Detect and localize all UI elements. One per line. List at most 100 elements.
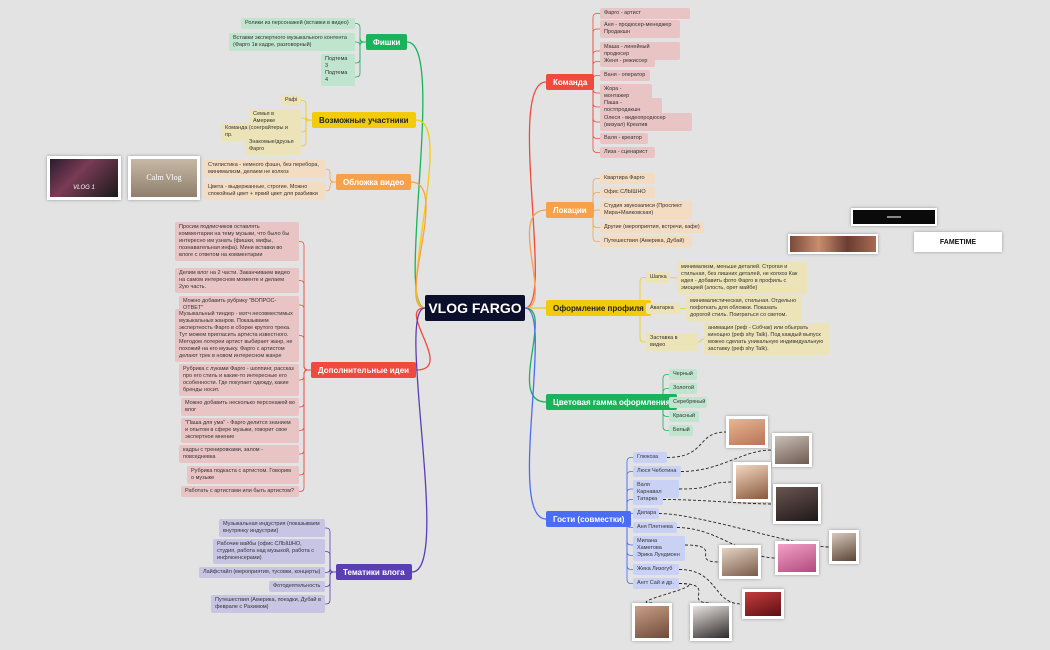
guest-photo-link <box>662 499 774 505</box>
leaf-team[interactable]: Аня - продюсер-менеджер Продакшн <box>600 20 680 38</box>
connector-line <box>299 369 311 476</box>
guest-photo[interactable] <box>773 484 821 524</box>
leaf-palette[interactable]: Серебряный <box>669 397 707 408</box>
leaf-location[interactable]: Студия звукозаписи (Проспект Мира+Маяков… <box>600 201 692 219</box>
branch-topics[interactable]: Тематики влога <box>336 564 412 580</box>
connector-line <box>669 277 678 279</box>
leaf-guest[interactable]: Жека Лизогуб <box>633 564 679 575</box>
central-topic[interactable]: VLOG FARGO <box>425 295 525 321</box>
guest-photo[interactable] <box>742 589 784 619</box>
leaf-profile-text[interactable]: анимация (реф - Собчак) или обыграть кин… <box>704 323 830 355</box>
leaf-profile-label[interactable]: Шапка <box>646 272 670 283</box>
leaf-team[interactable]: Жора - монтажер <box>600 84 652 102</box>
leaf-team[interactable]: Валя - креатор <box>600 133 648 144</box>
leaf-idea[interactable]: Делим влог на 2 части. Заканчиваем видео… <box>175 268 299 293</box>
cover-thumbnail-vlog1[interactable]: VLOG 1 <box>47 156 121 200</box>
connector-line <box>299 241 311 371</box>
leaf-team[interactable]: Женя - режиссер <box>600 56 655 67</box>
guest-photo[interactable] <box>632 603 672 641</box>
leaf-trick[interactable]: Вставки экспертного музыкального контент… <box>229 33 355 51</box>
leaf-location[interactable]: Другие (мероприятия, встречи, кафе) <box>600 222 704 233</box>
leaf-topic[interactable]: Рабочие вайбы (офис СЛЫШНО, студия, рабо… <box>213 539 325 564</box>
branch-line <box>524 307 547 520</box>
leaf-team[interactable]: Ваня - оператор <box>600 70 650 81</box>
leaf-guest[interactable]: Аня Плетнева <box>633 522 677 533</box>
branch-profile[interactable]: Оформление профиля <box>546 300 651 316</box>
leaf-participant[interactable]: Рафі <box>281 95 301 106</box>
guest-photo[interactable] <box>829 530 859 564</box>
leaf-participant[interactable]: Знакомые/друзья Фарго <box>245 137 301 155</box>
leaf-idea[interactable]: Музыкальный тиндер - мэтч несовместимых … <box>175 309 299 362</box>
connector-line <box>622 457 633 520</box>
thumbnail-caption: Calm Vlog <box>146 173 182 182</box>
leaf-topic[interactable]: Фотодеятельность <box>269 581 325 592</box>
leaf-idea[interactable]: кадры с тренировками, залом - повседневк… <box>179 445 299 463</box>
branch-locations[interactable]: Локации <box>546 202 594 218</box>
brand-thumbnail-black[interactable] <box>851 208 937 226</box>
leaf-profile-text[interactable]: минималистическая, стильная. Отдельно по… <box>686 296 802 321</box>
branch-team[interactable]: Команда <box>546 74 595 90</box>
guest-photo[interactable] <box>690 603 732 641</box>
connector-line <box>325 551 336 573</box>
leaf-guest[interactable]: Ангт Сай и др. <box>633 578 679 589</box>
leaf-guest[interactable]: Дилара <box>633 508 659 519</box>
branch-line <box>415 119 431 309</box>
leaf-cover[interactable]: Цвета - выдержанные, строгие. Можно спок… <box>204 182 326 200</box>
connector-line <box>301 119 312 147</box>
leaf-trick[interactable]: Ролики из персонажей (вставки в видео) <box>241 18 355 29</box>
connector-line <box>355 41 366 78</box>
leaf-team[interactable]: Маша - линейный продюсер <box>600 42 680 60</box>
brand-thumbnail-group[interactable] <box>788 234 878 254</box>
leaf-guest[interactable]: Глюкоза <box>633 452 667 463</box>
leaf-idea[interactable]: Работать с артистами или быть артистом? <box>181 486 299 497</box>
leaf-team[interactable]: Паша - постпродакшн <box>600 98 662 116</box>
leaf-team[interactable]: Лиза - сценарист <box>600 147 655 158</box>
leaf-location[interactable]: Путешествия (Америка, Дубай) <box>600 236 692 247</box>
guest-photo[interactable] <box>772 433 812 467</box>
leaf-idea[interactable]: "Паша для ума" - Фарго делится знанием и… <box>181 418 299 443</box>
leaf-profile-text[interactable]: минимализм, меньше деталей. Строгая и ст… <box>677 262 807 294</box>
leaf-idea[interactable]: Рубрика с луками Фарго - шоппинг, расска… <box>179 364 299 396</box>
guest-photo[interactable] <box>726 416 768 448</box>
leaf-guest[interactable]: Валя Карнавал <box>633 480 679 498</box>
leaf-palette[interactable]: Красный <box>669 411 699 422</box>
leaf-guest[interactable]: Люся Чеботина <box>633 466 681 477</box>
leaf-idea[interactable]: Просим подписчиков оставлять комментарии… <box>175 222 299 261</box>
leaf-palette[interactable]: Черный <box>669 369 697 380</box>
leaf-guest[interactable]: Татарка <box>633 494 663 505</box>
leaf-idea[interactable]: Можно добавить несколько персонажей во в… <box>181 398 299 416</box>
leaf-participant[interactable]: Семья в Америке <box>249 109 301 127</box>
guest-photo-link <box>684 544 720 563</box>
cover-thumbnail-calm[interactable]: Calm Vlog <box>128 156 200 200</box>
leaf-location[interactable]: Квартира Фарго <box>600 173 655 184</box>
leaf-profile-label[interactable]: Заставка в видео <box>646 333 698 351</box>
brand-thumbnail-fametime[interactable]: FAMETIME <box>914 232 1002 252</box>
leaf-trick[interactable]: Подтема 3 <box>321 54 355 72</box>
leaf-palette[interactable]: Белый <box>669 425 693 436</box>
leaf-idea[interactable]: Рубрика подкаста с артистом. Говорим о м… <box>187 466 299 484</box>
guest-photo[interactable] <box>719 545 761 579</box>
guest-photo[interactable] <box>733 462 771 502</box>
leaf-topic[interactable]: Музыкальная индустрия (показываем внутря… <box>219 519 325 537</box>
branch-participants[interactable]: Возможные участники <box>312 112 416 128</box>
leaf-topic[interactable]: Путешествия (Америка, поездки, Дубай в ф… <box>211 595 325 613</box>
branch-line <box>524 81 547 309</box>
leaf-team[interactable]: Олеся - видеопродюсер (визуал) Креатив <box>600 113 692 131</box>
logo-mark-icon <box>887 216 901 218</box>
leaf-palette[interactable]: Золотой <box>669 383 697 394</box>
branch-cover[interactable]: Обложка видео <box>336 174 412 190</box>
branch-tricks[interactable]: Фишки <box>366 34 408 50</box>
branch-guests[interactable]: Гости (совместки) <box>546 511 632 527</box>
guest-photo[interactable] <box>775 541 819 575</box>
branch-palette[interactable]: Цветовая гамма оформления <box>546 394 678 410</box>
leaf-profile-label[interactable]: Аватарка <box>646 303 680 314</box>
leaf-trick[interactable]: Подтема 4 <box>321 68 355 86</box>
leaf-guest[interactable]: Милана Хаметова <box>633 536 685 554</box>
leaf-cover[interactable]: Стилистика - немного фэшн, без перебора,… <box>204 160 326 178</box>
leaf-location[interactable]: Офис СЛЫШНО <box>600 187 655 198</box>
leaf-guest[interactable]: Эрика Лундмоен <box>633 550 685 561</box>
leaf-team[interactable]: Фарго - артист <box>600 8 690 19</box>
leaf-topic[interactable]: Лайфстайл (мероприятия, тусовки, концерт… <box>199 567 325 578</box>
branch-ideas[interactable]: Дополнительные идеи <box>311 362 417 378</box>
leaf-participant[interactable]: Команда (сонграйтеры и пр. <box>221 123 301 141</box>
